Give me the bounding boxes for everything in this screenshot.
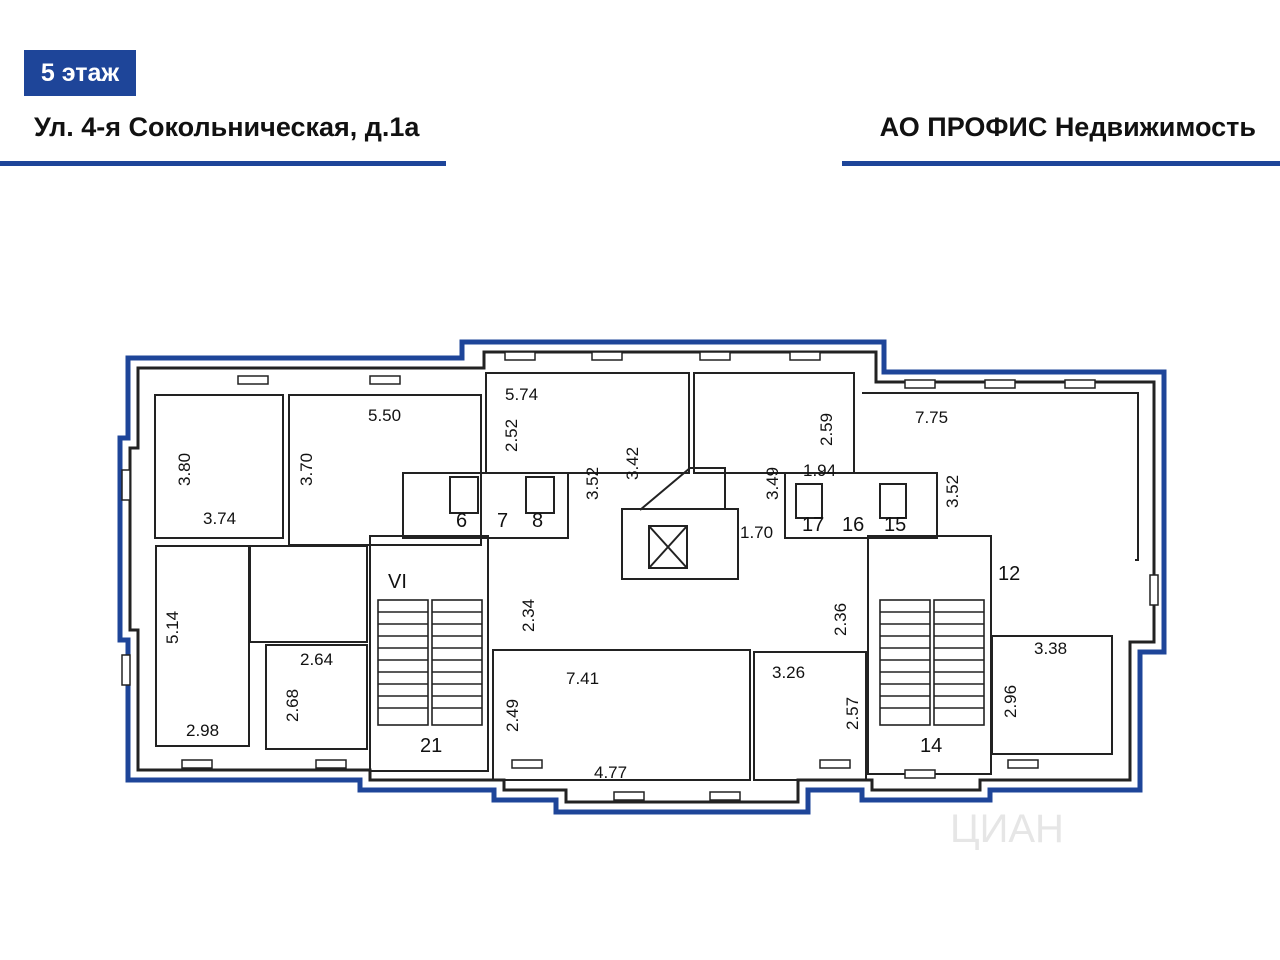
dim-4-77: 4.77 bbox=[594, 763, 627, 782]
dim-5-74: 5.74 bbox=[505, 385, 538, 404]
dim-2-59: 2.59 bbox=[817, 413, 836, 446]
dim-3-80: 3.80 bbox=[175, 453, 194, 486]
address-title: Ул. 4-я Сокольническая, д.1а bbox=[34, 112, 420, 142]
room-VI: VI bbox=[388, 571, 407, 593]
dim-7-41: 7.41 bbox=[566, 669, 599, 688]
dim-5-50: 5.50 bbox=[368, 406, 401, 425]
company-name: АО ПРОФИС Недвижимость bbox=[879, 112, 1256, 142]
room-16: 16 bbox=[842, 514, 864, 536]
dim-1-94: 1.94 bbox=[803, 461, 836, 480]
header-rule-left bbox=[0, 161, 446, 166]
dim-3-26: 3.26 bbox=[772, 663, 805, 682]
room-12: 12 bbox=[998, 563, 1020, 585]
dimension-labels: 3.80 3.74 3.70 5.50 2.52 5.74 3.42 3.52 … bbox=[163, 385, 1067, 782]
dim-2-57: 2.57 bbox=[843, 697, 862, 730]
watermark: ЦИАН bbox=[950, 807, 1064, 851]
dim-2-98: 2.98 bbox=[186, 721, 219, 740]
stairs bbox=[377, 599, 985, 726]
dim-2-52: 2.52 bbox=[502, 419, 521, 452]
room-numbers: 6 7 8 17 16 15 12 VI 21 14 bbox=[388, 510, 1020, 757]
dim-2-96: 2.96 bbox=[1001, 685, 1020, 718]
dim-7-75: 7.75 bbox=[915, 408, 948, 427]
dim-1-70: 1.70 bbox=[740, 523, 773, 542]
dim-2-34: 2.34 bbox=[519, 599, 538, 632]
room-21: 21 bbox=[420, 735, 442, 757]
building-outline bbox=[117, 339, 1167, 815]
dim-5-14: 5.14 bbox=[163, 611, 182, 644]
dim-3-74: 3.74 bbox=[203, 509, 236, 528]
dim-2-68: 2.68 bbox=[283, 689, 302, 722]
floor-badge: 5 этаж bbox=[24, 50, 136, 96]
dim-3-52-left: 3.52 bbox=[583, 467, 602, 500]
dim-3-49: 3.49 bbox=[763, 467, 782, 500]
room-17: 17 bbox=[802, 514, 824, 536]
room-15: 15 bbox=[884, 514, 906, 536]
dim-2-64: 2.64 bbox=[300, 650, 333, 669]
room-6: 6 bbox=[456, 510, 467, 532]
dim-2-49: 2.49 bbox=[503, 699, 522, 732]
windows bbox=[121, 351, 1159, 801]
dim-3-70: 3.70 bbox=[297, 453, 316, 486]
room-7: 7 bbox=[497, 510, 508, 532]
header-rule-right bbox=[842, 161, 1280, 166]
room-8: 8 bbox=[532, 510, 543, 532]
partition-walls bbox=[154, 372, 1139, 781]
room-14: 14 bbox=[920, 735, 942, 757]
dim-3-42: 3.42 bbox=[623, 447, 642, 480]
dim-2-36: 2.36 bbox=[831, 603, 850, 636]
dim-3-38: 3.38 bbox=[1034, 639, 1067, 658]
dim-3-52-right: 3.52 bbox=[943, 475, 962, 508]
